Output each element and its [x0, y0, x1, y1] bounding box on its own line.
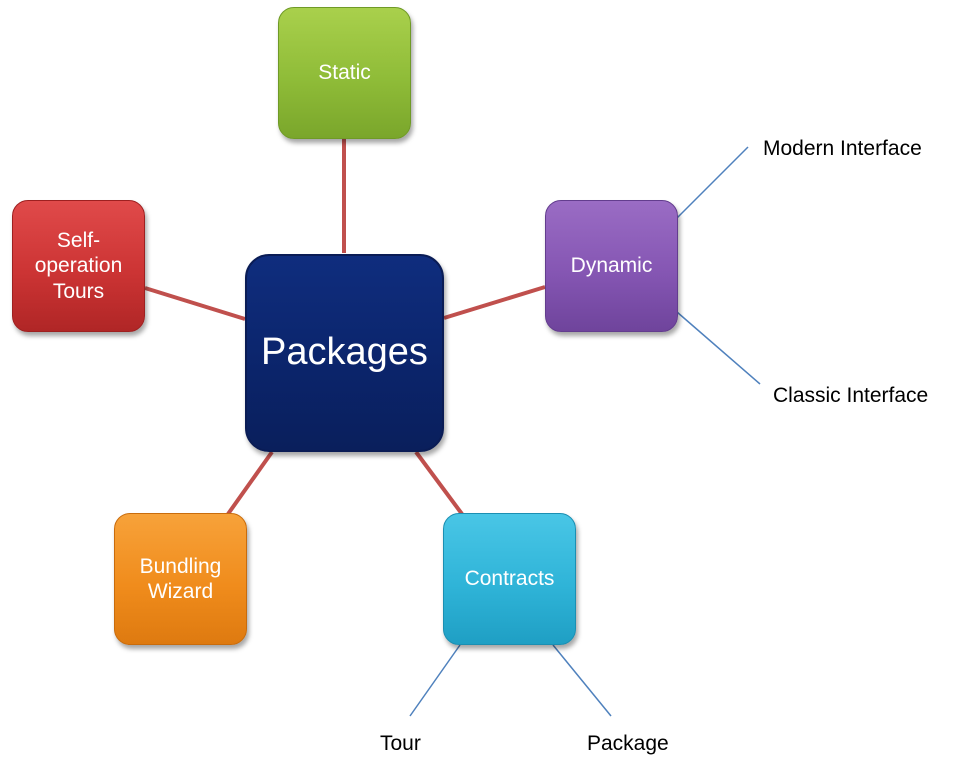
branch-node-dynamic: Dynamic	[545, 200, 678, 332]
leaf-tour: Tour	[380, 732, 421, 755]
branch-node-static: Static	[278, 7, 411, 139]
branch-node-label: Static	[318, 61, 371, 85]
connector-contracts-package	[552, 644, 612, 717]
leaf-classic-interface: Classic Interface	[773, 384, 929, 407]
branch-node-self-operation-tours: Self- operation Tours	[12, 200, 145, 332]
connector-contracts-tour	[409, 644, 461, 717]
connector-center-bundling	[226, 450, 274, 516]
center-node-label: Packages	[261, 331, 428, 374]
connector-center-dynamic	[443, 285, 546, 320]
leaf-modern-interface: Modern Interface	[763, 137, 922, 160]
branch-node-bundling-wizard: Bundling Wizard	[114, 513, 247, 645]
leaf-package: Package	[587, 732, 669, 755]
branch-node-label: Bundling Wizard	[139, 554, 222, 603]
branch-node-label: Dynamic	[570, 254, 653, 278]
branch-node-contracts: Contracts	[443, 513, 576, 645]
connector-center-self-operation	[144, 286, 246, 321]
connector-center-contracts	[414, 450, 464, 516]
center-node-packages: Packages	[245, 254, 444, 452]
connector-dynamic-modern	[676, 146, 749, 219]
branch-node-label: Self- operation Tours	[34, 229, 123, 303]
connector-dynamic-classic	[676, 311, 761, 385]
branch-node-label: Contracts	[464, 567, 555, 591]
